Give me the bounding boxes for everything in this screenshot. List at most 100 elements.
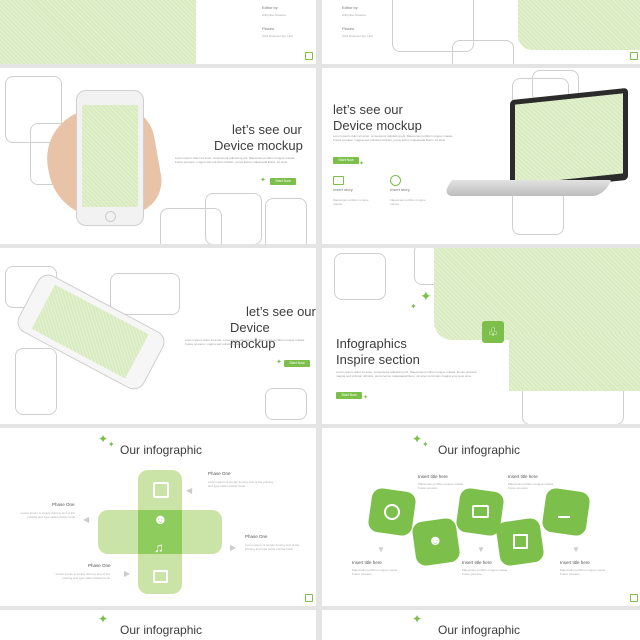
feature1-title: Insert story: [333, 187, 353, 192]
green-block: [509, 333, 640, 391]
slide-infographic-cross: ✦ ✦ Our infographic ☻ ♫ ◀ ◀ ▶ ▶ Phase On…: [0, 428, 316, 606]
feature2-text: Maecenas porttitor congue massa: [390, 198, 426, 206]
places-label: Places: [262, 26, 275, 31]
editor-label: Editor by: [262, 5, 278, 10]
arrow-left-icon: ◀: [83, 515, 90, 524]
arrow-down-icon: ▼: [572, 545, 580, 554]
phase-title: Phase One: [52, 502, 75, 507]
start-button[interactable]: Start Now: [336, 392, 362, 399]
arrow-right-icon: ◀: [186, 486, 193, 495]
sparkle-icon: ✦: [276, 359, 282, 366]
green-block: [0, 0, 196, 64]
outline-shape: [5, 76, 62, 143]
sparkle-icon: ✦: [422, 440, 429, 449]
calendar-icon: [153, 482, 169, 498]
outline-shape: [160, 208, 222, 244]
sparkle-icon: ✦: [363, 395, 369, 401]
chat-icon: [472, 505, 489, 518]
arrow-down-icon: ▼: [377, 545, 385, 554]
sparkle-icon: ✦: [412, 612, 423, 626]
phase-text: Lorem ipsum is simply dummy text of the …: [20, 511, 75, 519]
network-icon: [390, 175, 401, 186]
home-button: [105, 211, 116, 222]
slide-phone-mockup: let’s see our Device mockup Lorem ipsum …: [0, 68, 316, 244]
seedling-icon-badge: ♧: [482, 321, 504, 343]
slide-editor-right: Editor by Wiliyvilas Strattion Places Ul…: [322, 0, 640, 64]
start-button[interactable]: Start Now: [270, 178, 296, 185]
places-value: Ultra Nuansa Usp, Hoh: [262, 34, 293, 38]
slide-tilted-phone: let’s see our Device mockup Lorem ipsum …: [0, 248, 316, 424]
feature1-text: Maecenas porttitor congue massa: [333, 198, 369, 206]
start-button[interactable]: Start Now: [284, 360, 310, 367]
phase-title: Phase One: [88, 563, 111, 568]
sparkle-icon: ✦: [410, 302, 417, 311]
mockup-body: Lorem ipsum dolor sit amet, consectetur …: [333, 134, 453, 142]
alarm-icon: [384, 504, 400, 520]
page-icon: [630, 52, 638, 60]
outline-shape: [265, 388, 307, 420]
feature2-title: Insert story: [390, 187, 410, 192]
mockup-title-line2: Device mockup: [214, 138, 303, 153]
arrow-left-icon: ▶: [124, 569, 131, 578]
section-body: Lorem ipsum dolor sit amet, consectetur …: [336, 370, 478, 378]
places-label: Places: [342, 26, 355, 31]
page-icon: [305, 52, 313, 60]
item-title: Insert title here: [508, 474, 538, 479]
sparkle-icon: ✦: [412, 432, 423, 446]
laptop-base: [442, 180, 612, 196]
phase-title: Phase One: [245, 534, 268, 539]
slide-laptop-mockup: let’s see our Device mockup Lorem ipsum …: [322, 68, 640, 244]
slide-editor-left: Editor by Wiliyvilas Strattion Places Ul…: [0, 0, 316, 64]
outline-shape: [15, 348, 57, 415]
phase-text: Lorem ipsum is simply dummy text of the …: [208, 480, 274, 488]
sparkle-icon: ✦: [260, 177, 266, 184]
phase-title: Phase One: [208, 471, 231, 476]
laptop-screen: [515, 93, 623, 185]
slide-infographic-puzzle: ✦ ✦ Our infographic Insert title here Ma…: [322, 428, 640, 606]
user-icon: ☻: [428, 532, 443, 548]
arrow-right-icon: ▶: [230, 543, 237, 552]
user-icon: ☻: [153, 511, 168, 527]
editor-name: Wiliyvilas Strattion: [342, 13, 367, 17]
cross-center: [138, 510, 182, 554]
mockup-title-line2: Device mockup: [230, 320, 276, 351]
infographic-title: Our infographic: [120, 623, 203, 637]
item-text: Maecenas porttitor congue massa Fusce po…: [508, 482, 554, 490]
item-title: Insert title here: [352, 560, 382, 565]
page-icon: [305, 594, 313, 602]
infographic-title: Our infographic: [438, 623, 521, 637]
bar-chart-icon: [558, 504, 570, 518]
page-icon: [630, 594, 638, 602]
green-block: [434, 248, 640, 340]
item-title: Insert title here: [560, 560, 590, 565]
laptop-screen-frame: [510, 87, 628, 193]
outline-shape: [205, 193, 262, 244]
infographic-title: Our infographic: [438, 443, 521, 457]
green-block: [518, 0, 640, 50]
mockup-body: Lorem ipsum dolor sit amet, consectetur …: [185, 338, 305, 346]
sparkle-icon: ✦: [108, 440, 115, 449]
outline-shape: [334, 253, 386, 300]
lock-icon: [153, 570, 168, 583]
sparkle-icon: ✦: [359, 161, 365, 167]
bell-icon: ♫: [154, 540, 164, 555]
slide-bottom-right: ✦ Our infographic: [322, 610, 640, 640]
outline-shape: [452, 40, 514, 64]
item-text: Maecenas porttitor congue massa Fusce po…: [462, 568, 508, 576]
start-button[interactable]: Start Now: [333, 157, 359, 164]
phone-frame: [76, 90, 144, 226]
phone-screen: [82, 105, 138, 207]
mockup-title-line1: let’s see our: [333, 102, 403, 117]
infographic-title: Our infographic: [120, 443, 203, 457]
calendar-icon: [513, 534, 528, 549]
slide-infographics-section: ♧ ✦ ✦ Infographics Inspire section Lorem…: [322, 248, 640, 424]
outline-shape: [392, 0, 474, 52]
outline-shape: [265, 198, 307, 244]
item-title: Insert title here: [462, 560, 492, 565]
arrow-down-icon: ▼: [477, 545, 485, 554]
sparkle-icon: ✦: [420, 288, 432, 304]
outline-shape: [110, 273, 180, 315]
item-title: Insert title here: [418, 474, 448, 479]
mockup-title-line2: Device mockup: [333, 118, 422, 133]
mockup-title-line1: let’s see our: [232, 122, 302, 137]
